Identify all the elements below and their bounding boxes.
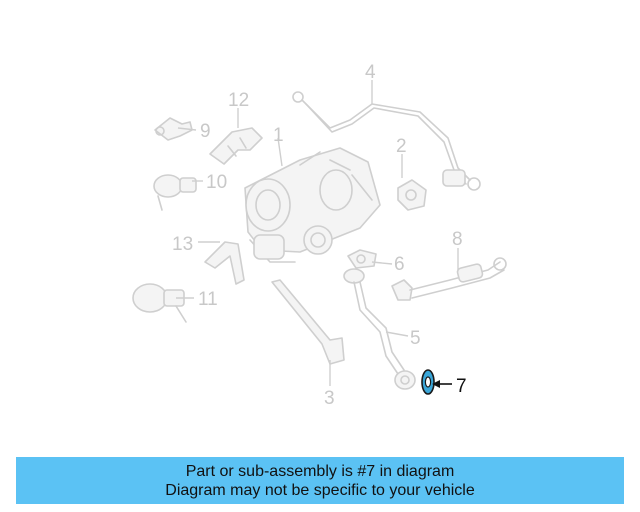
banner-line-1: Part or sub-assembly is #7 in diagram xyxy=(185,462,455,480)
oil-line-part-4 xyxy=(292,91,481,191)
callout-4: 4 xyxy=(365,62,376,83)
callout-12: 12 xyxy=(228,90,249,111)
callout-2: 2 xyxy=(396,136,407,157)
hose-part-13 xyxy=(204,241,245,285)
pipe-part-8 xyxy=(391,257,507,301)
leader-lines xyxy=(176,80,459,388)
gasket-part-2 xyxy=(397,179,427,211)
info-banner: Part or sub-assembly is #7 in diagram Di… xyxy=(16,457,624,504)
bracket-part-3 xyxy=(271,279,345,365)
callout-7: 7 xyxy=(456,376,467,397)
callout-10: 10 xyxy=(206,172,227,193)
valve-part-11 xyxy=(132,283,187,323)
hose-part-12 xyxy=(209,127,263,165)
callout-11: 11 xyxy=(198,289,218,310)
oil-return-line-part-5 xyxy=(343,268,416,390)
callout-1: 1 xyxy=(273,125,284,146)
callout-3: 3 xyxy=(324,388,335,409)
gasket-part-6 xyxy=(347,249,377,269)
valve-part-9 xyxy=(154,117,193,141)
callout-8: 8 xyxy=(452,229,463,250)
parts-diagram: 4 12 1 9 2 10 13 8 6 11 5 3 7 xyxy=(132,62,507,409)
callout-5: 5 xyxy=(410,328,421,349)
callout-9: 9 xyxy=(200,121,211,142)
turbocharger-part-1 xyxy=(244,147,381,263)
banner-line-2: Diagram may not be specific to your vehi… xyxy=(165,481,475,499)
seal-ring-part-7 xyxy=(421,369,435,395)
valve-part-10 xyxy=(153,174,197,211)
callout-6: 6 xyxy=(394,254,405,275)
callout-13: 13 xyxy=(172,234,193,255)
